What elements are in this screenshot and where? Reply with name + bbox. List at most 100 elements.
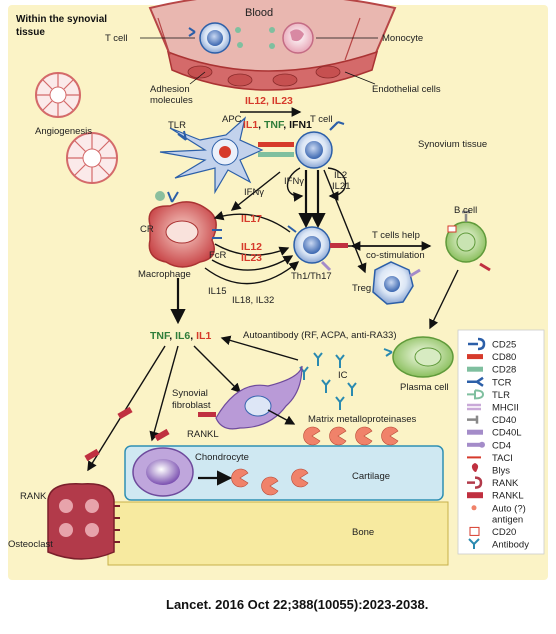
cyto-to-osteoclast-arrow <box>87 345 166 472</box>
cd80-icon <box>467 354 483 360</box>
cd40l-icon <box>467 429 483 435</box>
il23-label: IL23 <box>241 252 262 264</box>
tcell-to-treg-arrow <box>323 169 367 274</box>
blood-label: Blood <box>245 7 273 19</box>
synovium-label: Synovium tissue <box>418 139 487 150</box>
blys-icon <box>471 463 479 472</box>
center-t-cell <box>258 120 345 169</box>
t-cell-top-label: T cell <box>105 33 128 44</box>
legend-label: Blys <box>492 466 510 477</box>
rankl-label: RANKL <box>187 429 219 440</box>
cytokines-il12-il23-top: IL12, IL23 <box>245 95 293 107</box>
fcr-label: FcR <box>209 250 227 261</box>
il18-il32-label: IL18, IL32 <box>232 295 274 306</box>
cd25-icon <box>468 337 486 351</box>
cyto-to-cartilage-arrow <box>149 345 179 442</box>
legend-label: RANK <box>492 478 519 489</box>
legend-item: CD40L <box>467 428 522 439</box>
title-line2: tissue <box>16 27 45 38</box>
autoantibody-arrow <box>220 335 299 361</box>
blood-monocyte <box>269 22 314 54</box>
mmp-pacmen <box>303 426 399 446</box>
legend-item: CD20 <box>469 526 516 538</box>
bone-region <box>107 501 449 566</box>
sep: , <box>258 119 264 131</box>
il12-label: IL12 <box>241 241 262 253</box>
macrophage-label: Macrophage <box>138 269 191 280</box>
t-help-label-2: co-stimulation <box>366 250 425 261</box>
adhesion-label-1: Adhesion <box>150 84 190 95</box>
cr-label: CR <box>140 224 154 235</box>
legend-label: Antibody <box>492 540 529 551</box>
sep: , <box>169 330 175 342</box>
synovial-label-2: fibroblast <box>172 400 211 411</box>
macrophage-cell <box>148 191 222 268</box>
il23-top: IL23 <box>272 95 293 107</box>
monocyte-label: Monocyte <box>382 33 423 44</box>
il21-label: IL21 <box>332 181 351 192</box>
macro-cytokines: TNF, IL6, IL1 <box>150 330 211 342</box>
cd28-icon <box>467 366 483 372</box>
legend-item: TLR <box>467 389 510 401</box>
legend-label: CD25 <box>492 340 516 351</box>
legend-label: MHCII <box>492 403 519 414</box>
th1-th17-label: Th1/Th17 <box>291 271 332 282</box>
legend-item: Antibody <box>468 538 529 551</box>
tlr-label: TLR <box>168 120 186 131</box>
legend-label: TACI <box>492 453 513 464</box>
il17-label: IL17 <box>241 213 262 225</box>
legend-item: CD4 <box>467 440 511 451</box>
b-cell <box>445 210 491 272</box>
ifn1-apc: IFN1 <box>289 119 312 131</box>
sep: , <box>190 330 196 342</box>
blood-vessel <box>148 0 397 91</box>
sep: , <box>266 95 272 107</box>
auto-antigen-icon <box>471 505 477 511</box>
legend-label: CD28 <box>492 365 516 376</box>
legend-label: antigen <box>492 514 523 525</box>
il15-arrow <box>211 255 294 271</box>
t-cell-mid-label: T cell <box>310 114 333 125</box>
legend-item: CD28 <box>467 365 516 376</box>
title-line1: Within the synovial <box>16 14 107 25</box>
rankl-icon <box>467 492 483 499</box>
legend-label: RANKL <box>492 491 524 502</box>
ifng-1-label: IFNγ <box>244 187 264 198</box>
autoantibody-label: Autoantibody (RF, ACPA, anti-RA33) <box>243 330 396 341</box>
legend-item: TCR <box>467 376 512 388</box>
il6-macro: IL6 <box>175 330 190 342</box>
cyto-to-fibroblast-arrow <box>193 345 241 393</box>
th1-th17-cell <box>287 225 348 272</box>
il1-apc: IL1 <box>243 119 258 131</box>
adhesion-label-2: molecules <box>150 95 193 106</box>
il15-label: IL15 <box>208 286 227 297</box>
il18-arrow <box>204 261 300 285</box>
ifng-arrow <box>230 171 281 211</box>
osteoclast-label: Osteoclast <box>8 539 53 550</box>
apc-cell <box>159 116 264 195</box>
synovial-fibroblast <box>198 365 303 430</box>
apc-cytokines: IL1, TNF, IFN1 <box>243 119 312 131</box>
osteoclast-cell <box>47 483 120 560</box>
legend-label: CD40 <box>492 415 516 426</box>
b-cell-label: B cell <box>454 205 477 216</box>
legend-item: TACI <box>467 453 513 464</box>
fibroblast-to-mmp-arrow <box>267 409 296 425</box>
legend-item: CD80 <box>467 352 516 363</box>
legend-label: Auto (?) <box>492 503 526 514</box>
angiogenesis-vessels <box>35 72 118 184</box>
b-to-plasma-arrow <box>429 269 459 330</box>
background-panel <box>8 5 548 580</box>
rankl-pieces <box>84 406 170 462</box>
il12-il23-arrow <box>214 243 290 256</box>
legend-label: TCR <box>492 377 512 388</box>
cd40-icon <box>467 415 479 424</box>
cartilage-label: Cartilage <box>352 471 390 482</box>
legend-label: CD4 <box>492 440 511 451</box>
chondrocyte-cell <box>132 447 194 497</box>
tcr-icon <box>467 376 484 387</box>
synovial-label-1: Synovial <box>172 388 208 399</box>
